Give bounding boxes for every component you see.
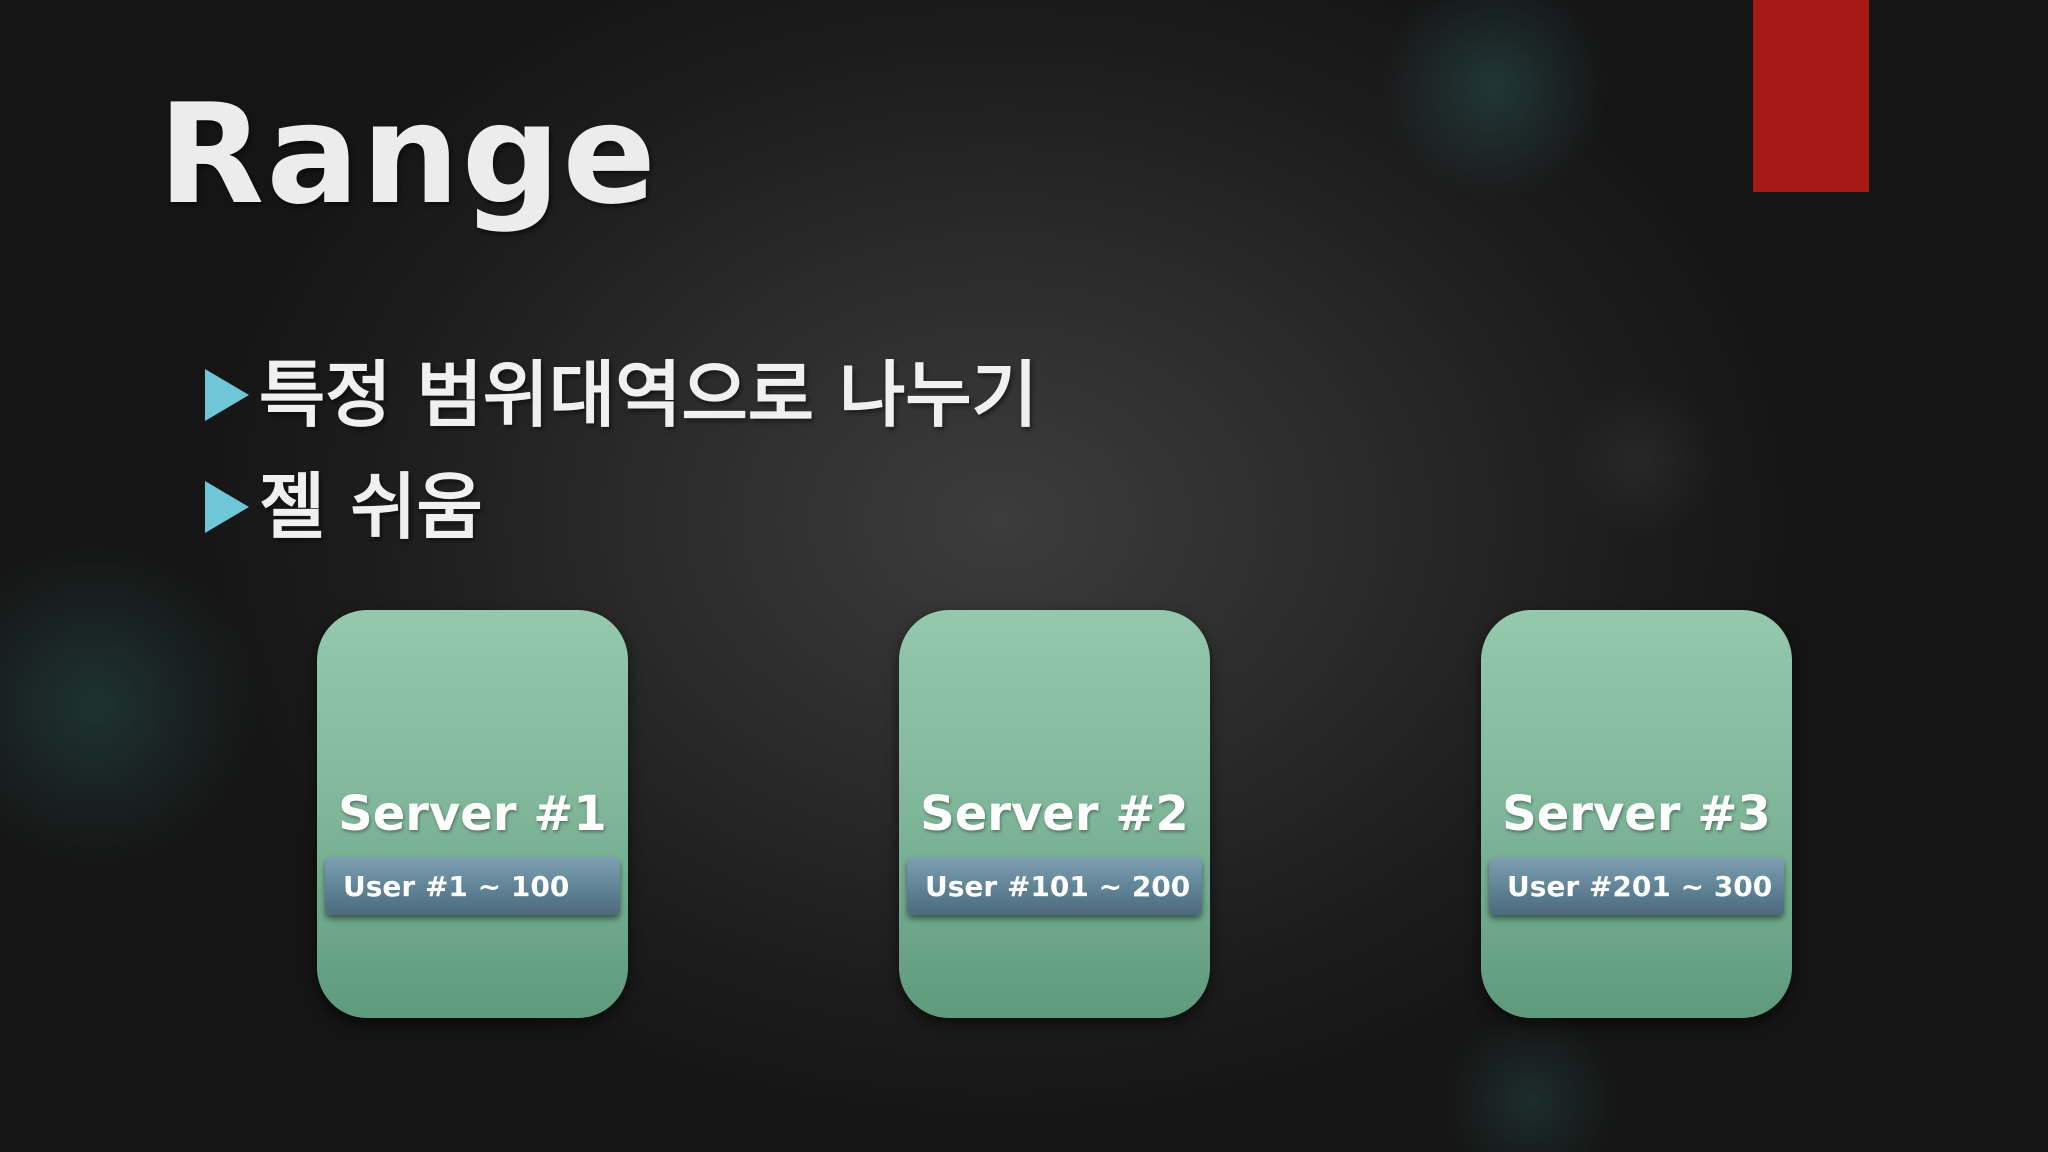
triangle-bullet-icon [205,369,249,421]
user-range-bar: User #1 ~ 100 [325,857,620,915]
bokeh-light [0,540,260,870]
slide-title: Range [158,74,659,235]
server-box: Server #3 User #201 ~ 300 [1481,610,1792,1018]
bullet-text: 젤 쉬움 [259,465,483,549]
server-box: Server #1 User #1 ~ 100 [317,610,628,1018]
bullet-list: 특정 범위대역으로 나누기 젤 쉬움 [205,350,1038,574]
user-range-text: User #101 ~ 200 [925,869,1191,903]
user-range-bar: User #101 ~ 200 [907,857,1202,915]
bullet-text: 특정 범위대역으로 나누기 [259,353,1038,437]
server-name: Server #1 [338,786,607,842]
bokeh-light [1560,380,1720,540]
triangle-bullet-icon [205,481,249,533]
bullet-item: 특정 범위대역으로 나누기 [205,350,1038,440]
accent-bar [1753,0,1869,192]
server-name: Server #2 [920,786,1189,842]
user-range-text: User #1 ~ 100 [343,869,570,903]
bokeh-light [1380,0,1610,200]
server-box: Server #2 User #101 ~ 200 [899,610,1210,1018]
user-range-bar: User #201 ~ 300 [1489,857,1784,915]
bokeh-light [1440,1010,1620,1152]
bullet-item: 젤 쉬움 [205,462,1038,552]
server-name: Server #3 [1502,786,1771,842]
user-range-text: User #201 ~ 300 [1507,869,1773,903]
